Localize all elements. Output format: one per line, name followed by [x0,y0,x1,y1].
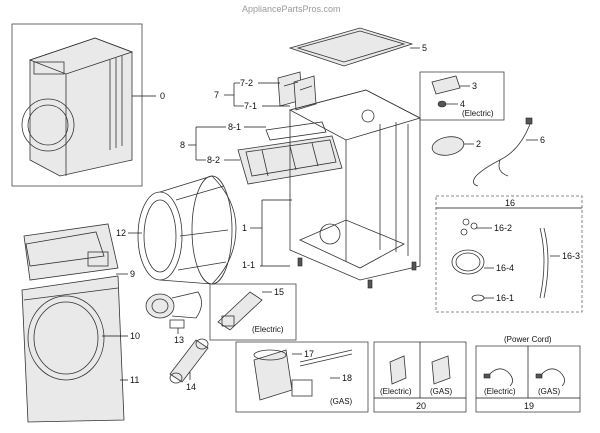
gas-box-17-18 [235,341,369,413]
callout-10: 10 [130,331,140,341]
duct-part [169,338,209,384]
callout-18: 18 [342,373,352,383]
bracket-electric-20 [389,355,407,385]
top-panel-part [288,27,414,67]
callout-19: 19 [524,401,534,411]
callout-16: 16 [505,198,515,208]
callout-16-4: 16-4 [496,263,514,273]
note-electric-15: (Electric) [252,325,284,334]
callout-5: 5 [422,43,427,53]
kit-box-16 [435,195,583,313]
assembled-dryer-illustration [21,37,134,177]
electric-box-15 [209,283,297,341]
callout-7: 7 [214,90,219,100]
callout-12: 12 [116,228,126,238]
callout-1-1: 1-1 [242,260,255,270]
cabinet-part [288,89,422,289]
callout-17: 17 [304,349,314,359]
front-panel-part [21,223,125,423]
drum-part [137,175,237,285]
callout-8-1: 8-1 [228,122,241,132]
watermark: AppliancePartsPros.com [242,4,341,14]
callout-16-3: 16-3 [562,251,580,261]
note-gas-19: (GAS) [538,387,561,396]
callout-16-1: 16-1 [496,293,514,303]
callout-20: 20 [416,401,426,411]
note-electric-20: (Electric) [380,387,412,396]
callout-0: 0 [160,91,165,101]
assembled-dryer-box [11,23,143,187]
callout-1: 1 [242,223,247,233]
callout-6: 6 [540,135,545,145]
callout-9: 9 [130,269,135,279]
cord-electric-19 [483,368,513,387]
callout-8: 8 [180,140,185,150]
callout-16-2: 16-2 [494,223,512,233]
callout-7-1: 7-1 [244,101,257,111]
note-gas-20: (GAS) [430,387,453,396]
callout-7-2: 7-2 [240,78,253,88]
bracket-gas-20 [431,355,451,385]
heater-part [217,291,263,331]
note-power-cord: (Power Cord) [504,335,552,344]
cover-part-2 [431,136,465,156]
callout-15: 15 [274,287,284,297]
callout-3: 3 [472,81,477,91]
callout-4: 4 [460,99,465,109]
callout-13: 13 [174,335,184,345]
note-electric-19: (Electric) [484,387,516,396]
callout-8-2: 8-2 [207,155,220,165]
blower-part [145,291,202,329]
gas-valve-part [253,349,353,401]
electric-box-3-4 [419,71,505,121]
callout-11: 11 [130,375,139,385]
callout-14: 14 [186,382,196,392]
cord-gas-19 [535,368,565,387]
terminal-block-part [431,75,461,108]
note-gas-17: (GAS) [330,397,353,406]
note-electric-3: (Electric) [462,109,494,118]
callout-2: 2 [476,139,481,149]
wire-harness-part [473,117,533,187]
bracket-part-7 [277,71,317,111]
